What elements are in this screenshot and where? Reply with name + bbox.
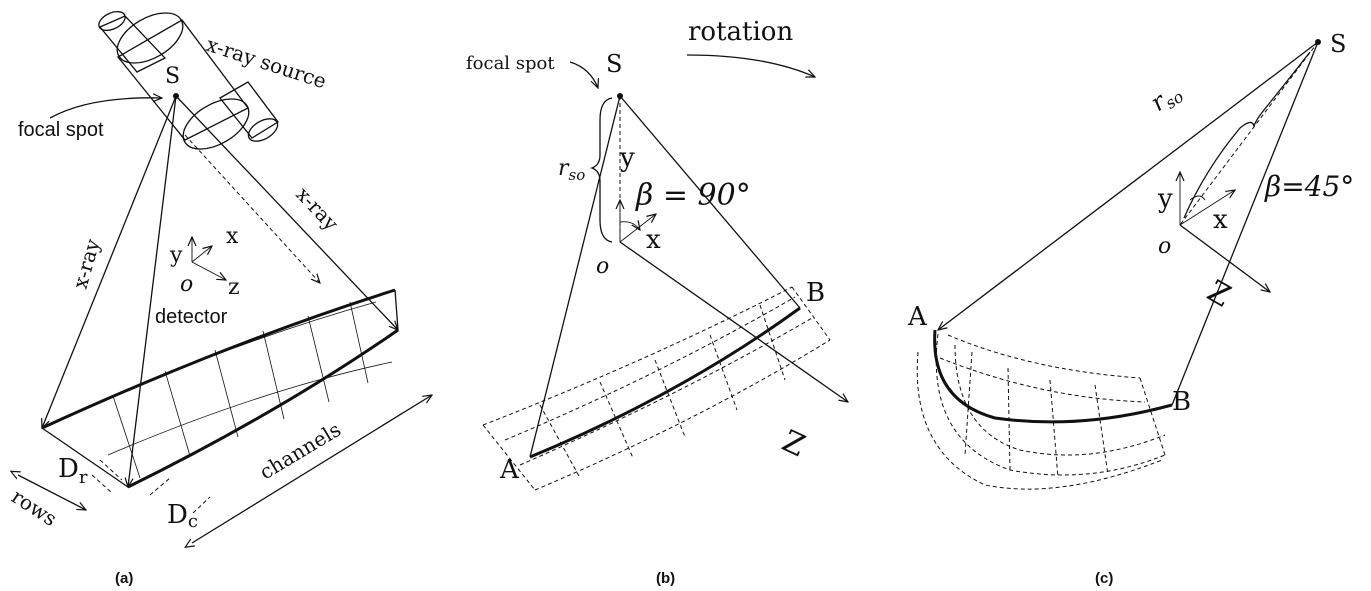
point-a-label-b: A: [499, 455, 520, 485]
xray-right-label: x-ray: [291, 182, 343, 236]
panel-c-caption: (c): [1095, 570, 1113, 587]
focal-spot-label-a: focal spot: [18, 119, 104, 141]
axis-y-label-a: y: [169, 243, 183, 268]
rso-brace-b: [590, 97, 613, 243]
xray-source-label: x-ray source: [203, 32, 329, 93]
point-b-label-b: B: [806, 278, 825, 308]
origin-label-c: o: [1158, 234, 1171, 259]
ray-so-c: [1179, 41, 1319, 226]
beta-label-b: β = 90°: [635, 178, 751, 213]
ray-center-a: [128, 95, 177, 487]
channels-arrow: [192, 395, 432, 543]
ray-sa-b: [529, 95, 621, 458]
point-b-label-c: B: [1172, 387, 1191, 417]
z-axis-b: [619, 241, 848, 402]
beta-label-c: β=45°: [1264, 170, 1354, 203]
axes-a: y x z o: [169, 224, 240, 300]
focal-spot-label-b: focal spot: [466, 53, 555, 74]
focal-spot-pointer-b: [569, 61, 598, 88]
detector-grid-b: [482, 286, 831, 491]
ray-right-a: [175, 95, 398, 330]
detector-grid-c: [916, 329, 1173, 490]
source-s-label-b: S: [606, 50, 622, 78]
panel-a: S x-ray source focal spot x-ray x-ray y …: [7, 10, 432, 587]
ray-sa-c: [938, 41, 1319, 330]
panel-b: rotation focal spot S rso y x o β = 90°: [466, 17, 848, 587]
rows-arrow: [18, 475, 86, 510]
axis-x-label-a: x: [226, 224, 239, 249]
focal-spot-pointer-a: [49, 98, 162, 119]
dr-label: Dr: [58, 454, 88, 488]
z-label-b: Z: [777, 424, 811, 465]
rso-label-b: rso: [558, 156, 585, 184]
detector-label: detector: [155, 306, 228, 328]
ray-dashed-a: [184, 134, 320, 283]
xray-source-tube: [98, 10, 279, 150]
channels-label: channels: [255, 417, 345, 484]
point-a-label-c: A: [907, 302, 928, 332]
source-s-label-c: S: [1330, 30, 1346, 58]
axis-y-label-b: y: [619, 143, 635, 173]
axis-x-label-b: x: [646, 225, 661, 255]
ray-sb-b: [619, 95, 801, 309]
dc-label: Dc: [167, 500, 198, 532]
rso-label-c: rso: [1145, 77, 1187, 119]
ray-sb-c: [1171, 41, 1319, 406]
ray-left-a: [42, 95, 177, 428]
origin-label-b: o: [596, 254, 609, 279]
rso-brace-c: [1183, 51, 1311, 219]
axis-x-label-c: x: [1213, 205, 1228, 235]
panel-a-caption: (a): [115, 570, 133, 587]
axis-z-label-a: z: [228, 275, 240, 300]
z-label-c: Z: [1201, 274, 1237, 315]
xray-left-label: x-ray: [68, 236, 105, 292]
rotation-arrow: [686, 54, 815, 77]
source-s-label-a: S: [165, 64, 180, 89]
rows-label: rows: [7, 484, 61, 531]
panel-c: S rso y x o β=45° A B: [907, 30, 1354, 587]
z-axis-c: [1179, 224, 1270, 292]
panel-b-caption: (b): [656, 570, 675, 587]
origin-label-a: o: [180, 272, 193, 297]
axis-y-label-c: y: [1157, 184, 1173, 214]
rotation-label: rotation: [688, 17, 793, 47]
